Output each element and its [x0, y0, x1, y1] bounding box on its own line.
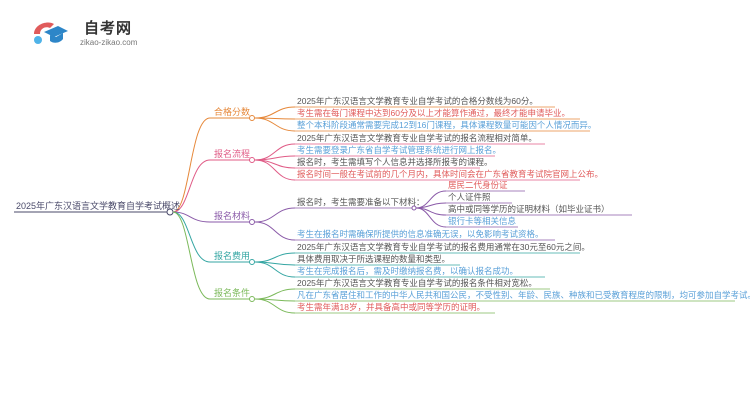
- leaf-text: 考生需在每门课程中达到60分及以上才能算作通过，最终才能申请毕业。: [297, 108, 570, 118]
- leaf-subitem: 银行卡等相关信息: [448, 216, 517, 226]
- branch-registration-materials: 报名材料: [214, 211, 251, 221]
- leaf-text: 考生在报名时需确保所提供的信息准确无误，以免影响考试资格。: [297, 229, 544, 239]
- leaf-text: 考生需要登录广东省自学考试管理系统进行网上报名。: [297, 145, 502, 155]
- branch-registration-process: 报名流程: [214, 149, 251, 159]
- logo-url: zikao-zikao.com: [80, 38, 138, 47]
- leaf-subitem: 居民二代身份证: [448, 180, 508, 190]
- leaf-text: 2025年广东汉语言文学教育专业自学考试的报名流程相对简单。: [297, 133, 537, 143]
- logo-name: 自考网: [84, 20, 133, 37]
- leaf-text: 报名时间一般在考试前的几个月内，具体时间会在广东省教育考试院官网上公布。: [297, 169, 604, 179]
- leaf-subitem: 个人证件照: [448, 192, 491, 202]
- leaf-text: 2025年广东汉语言文学教育专业自学考试的合格分数线为60分。: [297, 96, 538, 106]
- site-logo[interactable]: 自考网 zikao-zikao.com: [28, 14, 148, 54]
- leaf-text: 考生需年满18岁，并具备高中或同等学历的证明。: [297, 302, 485, 312]
- leaf-text: 凡在广东省居住和工作的中华人民共和国公民，不受性别、年龄、民族、种族和已受教育程…: [297, 290, 750, 300]
- leaf-text: 2025年广东汉语言文学教育专业自学考试的报名条件相对宽松。: [297, 278, 537, 288]
- leaf-text: 报名时，考生需填写个人信息并选择所报考的课程。: [297, 157, 493, 167]
- branch-registration-fee: 报名费用: [214, 251, 251, 261]
- leaf-text: 报名时，考生需要准备以下材料：: [297, 197, 425, 207]
- mindmap-root: 2025年广东汉语言文学教育自学考试概述: [16, 201, 181, 211]
- leaf-text: 考生在完成报名后，需及时缴纳报名费，以确认报名成功。: [297, 266, 519, 276]
- leaf-subitem: 高中或同等学历的证明材料（如毕业证书）: [448, 204, 610, 214]
- leaf-text: 具体费用取决于所选课程的数量和类型。: [297, 254, 451, 264]
- branch-registration-conditions: 报名条件: [214, 288, 251, 298]
- branch-passing-score: 合格分数: [214, 107, 251, 117]
- leaf-text: 整个本科阶段通常需要完成12到16门课程，具体课程数量可能因个人情况而异。: [297, 120, 597, 130]
- leaf-text: 2025年广东汉语言文学教育专业自学考试的报名费用通常在30元至60元之间。: [297, 242, 590, 252]
- graduation-cap-icon: [34, 22, 68, 44]
